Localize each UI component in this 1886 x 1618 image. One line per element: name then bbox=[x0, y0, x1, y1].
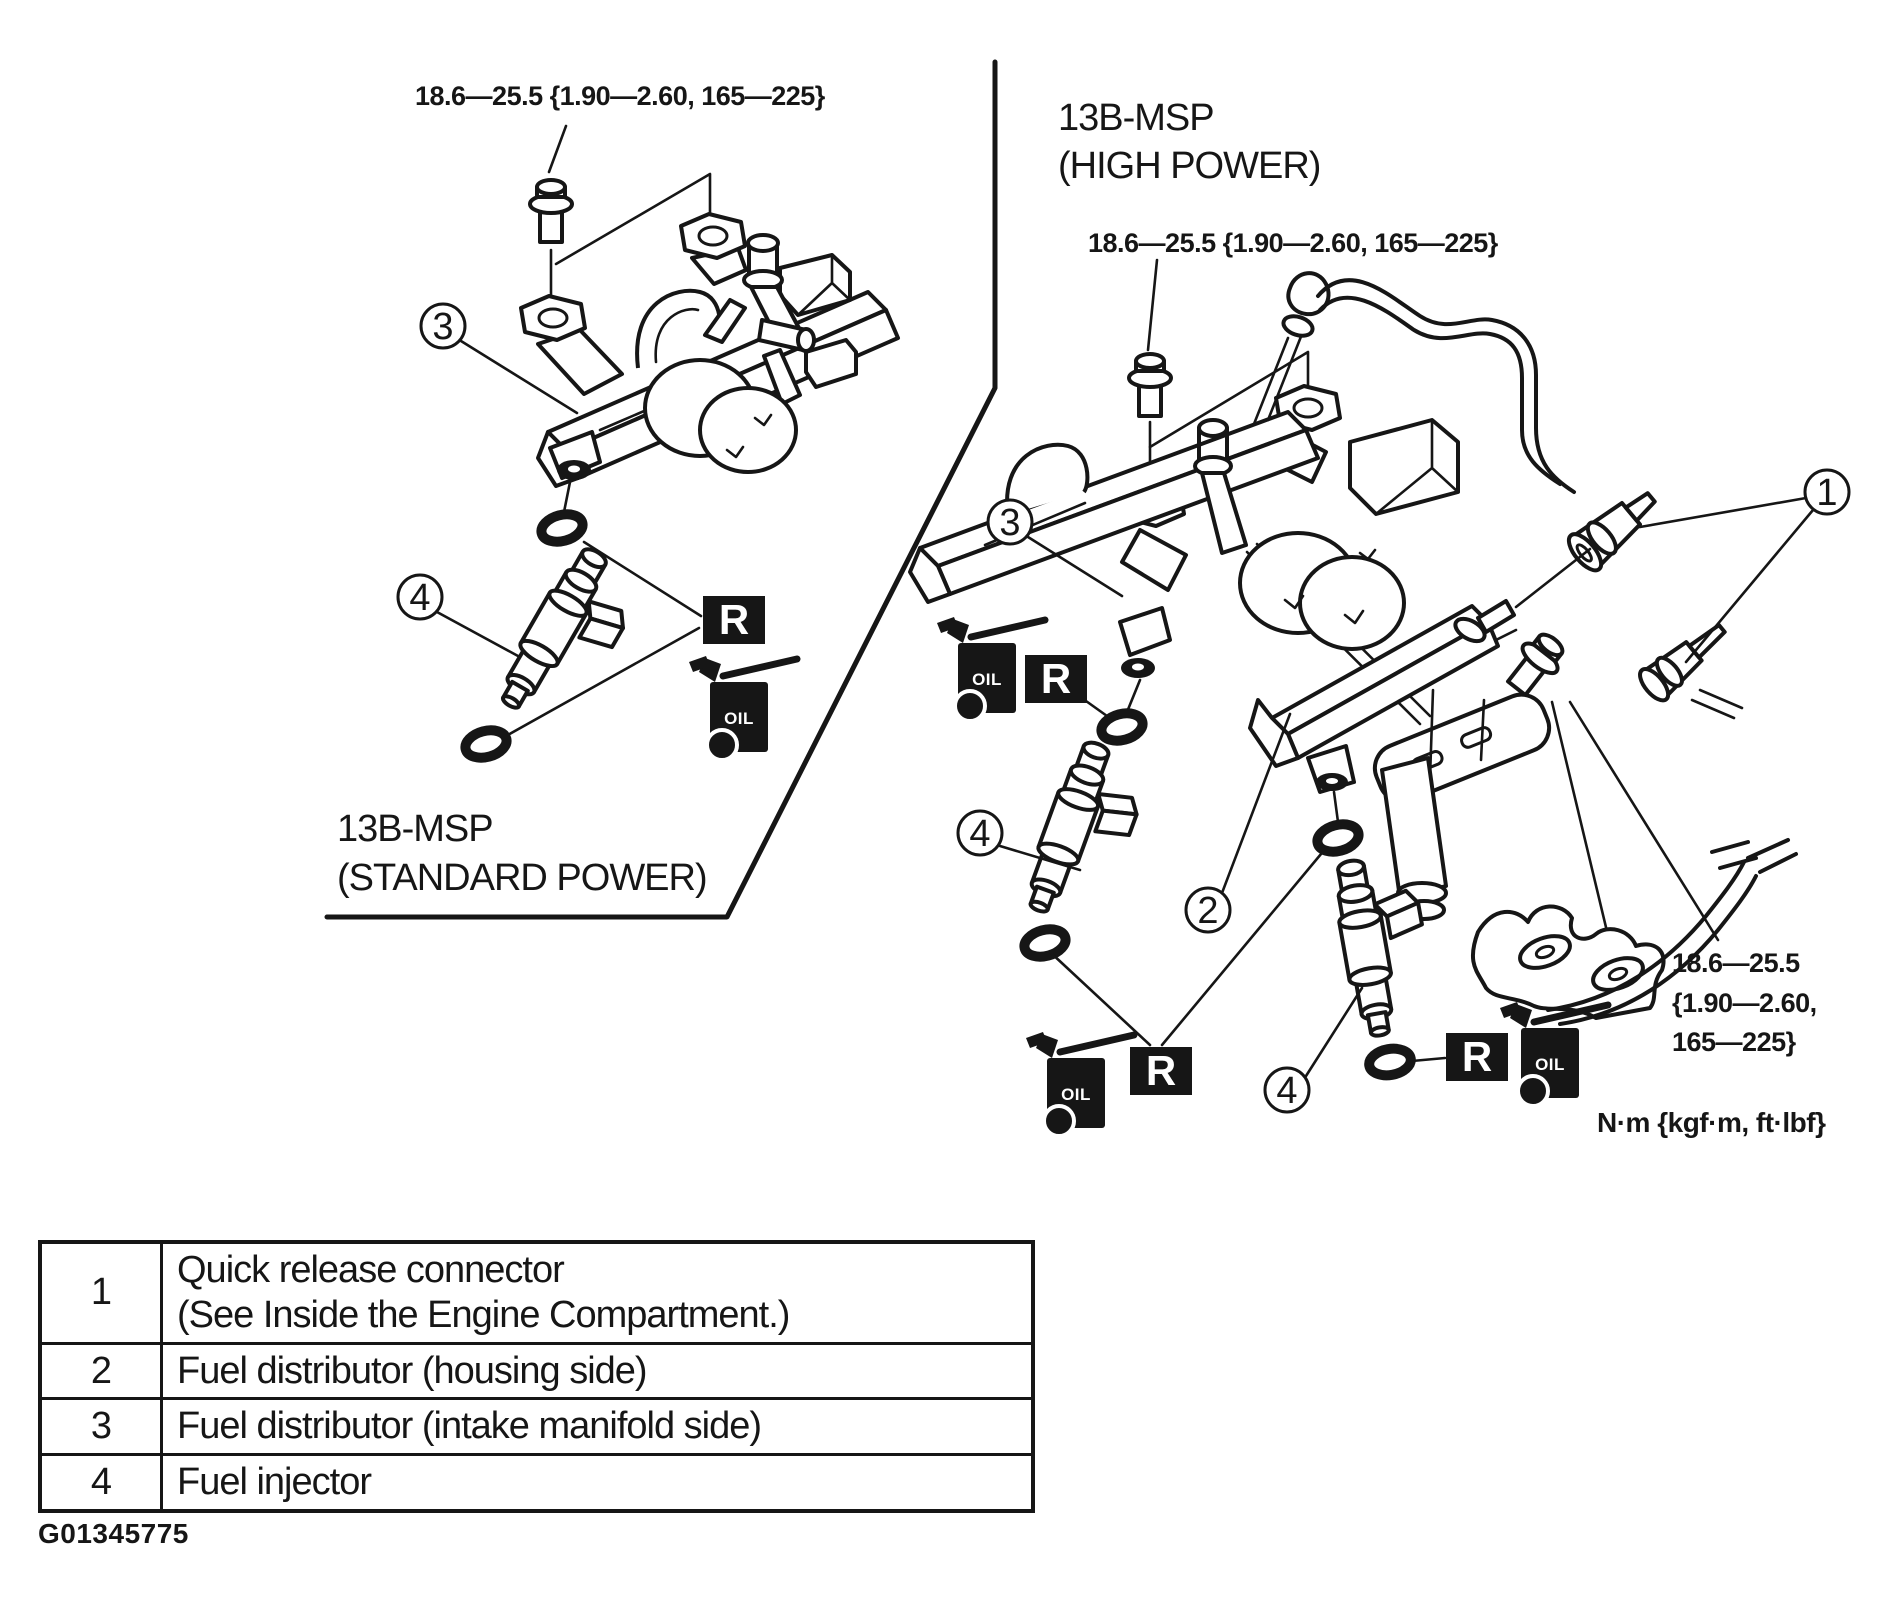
fuel-distributor-housing bbox=[1248, 599, 1552, 921]
svg-text:OIL: OIL bbox=[724, 709, 754, 728]
quick-release-connector bbox=[1566, 491, 1657, 573]
flange-bolt-icon bbox=[1127, 352, 1173, 418]
legend-table: 1 Quick release connector (See Inside th… bbox=[38, 1240, 1035, 1514]
section-title-high-line1: 13B-MSP bbox=[1058, 97, 1214, 139]
units-note: N·m {kgf·m, ft·lbf} bbox=[1597, 1107, 1826, 1138]
legend-row-number: 3 bbox=[42, 1400, 163, 1454]
svg-text:3: 3 bbox=[999, 502, 1020, 544]
diagram-standard-power: 18.6—25.5 {1.90—2.60, 165—225} bbox=[337, 81, 900, 899]
mount-bracket bbox=[1120, 528, 1188, 592]
o-ring bbox=[538, 510, 585, 546]
legend-row-description: Quick release connector (See Inside the … bbox=[163, 1244, 1031, 1342]
oil-can-icon: OIL bbox=[937, 617, 1045, 721]
recycle-icon: R bbox=[1446, 1033, 1508, 1081]
svg-text:18.6—25.5: 18.6—25.5 bbox=[1672, 948, 1800, 978]
section-title-standard-line2: (STANDARD POWER) bbox=[337, 857, 707, 899]
svg-text:R: R bbox=[1041, 655, 1071, 702]
svg-text:4: 4 bbox=[409, 577, 430, 619]
fuel-distributor-intake-standard bbox=[536, 233, 900, 514]
svg-text:OIL: OIL bbox=[1535, 1055, 1565, 1074]
svg-text:R: R bbox=[719, 596, 749, 643]
callout-2-high: 2 bbox=[1184, 712, 1292, 934]
quick-release-connector bbox=[1638, 623, 1727, 703]
svg-text:3: 3 bbox=[432, 306, 453, 348]
mount-boss bbox=[519, 294, 587, 342]
legend-row-description: Fuel injector bbox=[163, 1456, 1031, 1509]
figure-id: G01345775 bbox=[38, 1518, 189, 1549]
legend-row-number: 2 bbox=[42, 1344, 163, 1398]
svg-text:4: 4 bbox=[1276, 1070, 1297, 1112]
legend-description-line: Fuel distributor (housing side) bbox=[177, 1349, 648, 1392]
o-ring-leader-lines bbox=[504, 540, 703, 738]
recycle-icon: R bbox=[1025, 655, 1087, 703]
callout-4-high-b: 4 bbox=[1263, 986, 1364, 1114]
flange-bolt-icon bbox=[528, 178, 574, 244]
fuel-injector-standard bbox=[488, 539, 652, 738]
torque-leader-line bbox=[1568, 700, 1720, 942]
legend-description-line: Fuel distributor (intake manifold side) bbox=[177, 1405, 762, 1448]
flange-bolt-icon bbox=[1498, 624, 1574, 704]
callout-3-high: 3 bbox=[986, 498, 1124, 598]
o-ring bbox=[1021, 925, 1068, 961]
fuel-injector-high bbox=[1016, 734, 1157, 933]
fuel-hose bbox=[1316, 278, 1576, 494]
svg-text:165—225}: 165—225} bbox=[1672, 1027, 1797, 1057]
svg-text:2: 2 bbox=[1197, 890, 1218, 932]
legend-description-line: (See Inside the Engine Compartment.) bbox=[177, 1293, 790, 1336]
section-title-standard-line1: 13B-MSP bbox=[337, 808, 493, 850]
torque-spec-high-bottom: 18.6—25.5 {1.90—2.60, 165—225} bbox=[1568, 700, 1817, 1057]
svg-text:R: R bbox=[1462, 1033, 1492, 1080]
torque-leader-line bbox=[547, 124, 568, 174]
oil-can-icon: OIL bbox=[1500, 1002, 1608, 1106]
connector-axis-line bbox=[1514, 547, 1592, 609]
legend-description-line: Fuel injector bbox=[177, 1461, 372, 1504]
callout-4-standard: 4 bbox=[396, 573, 520, 658]
recycle-icon: R bbox=[703, 596, 765, 644]
connector-pipe-lines bbox=[1690, 688, 1744, 720]
svg-text:4: 4 bbox=[969, 813, 990, 855]
o-ring bbox=[462, 726, 509, 762]
legend-row-number: 1 bbox=[42, 1244, 163, 1342]
table-row: 2 Fuel distributor (housing side) bbox=[42, 1341, 1031, 1398]
legend-row-number: 4 bbox=[42, 1456, 163, 1510]
svg-text:R: R bbox=[1146, 1047, 1176, 1094]
svg-text:OIL: OIL bbox=[972, 670, 1002, 689]
o-ring bbox=[1367, 1046, 1413, 1079]
torque-spec-high: 18.6—25.5 {1.90—2.60, 165—225} bbox=[1088, 228, 1499, 258]
legend-row-description: Fuel distributor (intake manifold side) bbox=[163, 1400, 1031, 1453]
svg-text:1: 1 bbox=[1816, 472, 1837, 514]
oil-can-icon: OIL bbox=[1026, 1032, 1134, 1136]
bolt-axis-line bbox=[1550, 700, 1612, 946]
diagram-high-power: 13B-MSP (HIGH POWER) 18.6—25.5 {1.90—2.6… bbox=[908, 97, 1851, 1138]
callout-1-high: 1 bbox=[1638, 468, 1851, 664]
o-ring-leader-line bbox=[1084, 699, 1109, 718]
o-ring-leader-lines bbox=[1048, 846, 1447, 1063]
torque-spec-standard: 18.6—25.5 {1.90—2.60, 165—225} bbox=[415, 81, 826, 111]
oil-can-icon: OIL bbox=[689, 656, 797, 760]
section-title-high-line2: (HIGH POWER) bbox=[1058, 145, 1320, 187]
legend-row-description: Fuel distributor (housing side) bbox=[163, 1345, 1031, 1398]
table-row: 3 Fuel distributor (intake manifold side… bbox=[42, 1397, 1031, 1454]
svg-text:OIL: OIL bbox=[1061, 1085, 1091, 1104]
torque-leader-line bbox=[1146, 258, 1159, 352]
intake-manifold-fragment bbox=[1470, 838, 1798, 1026]
o-ring bbox=[1314, 820, 1361, 856]
callout-4-high-a: 4 bbox=[956, 809, 1082, 872]
callout-3-standard: 3 bbox=[419, 302, 579, 415]
svg-text:{1.90—2.60,: {1.90—2.60, bbox=[1672, 988, 1817, 1018]
section-divider bbox=[324, 59, 998, 920]
recycle-icon: R bbox=[1130, 1047, 1192, 1095]
table-row: 4 Fuel injector bbox=[42, 1453, 1031, 1510]
mount-boss bbox=[679, 212, 747, 260]
legend-description-line: Quick release connector bbox=[177, 1249, 565, 1291]
table-row: 1 Quick release connector (See Inside th… bbox=[42, 1244, 1031, 1342]
